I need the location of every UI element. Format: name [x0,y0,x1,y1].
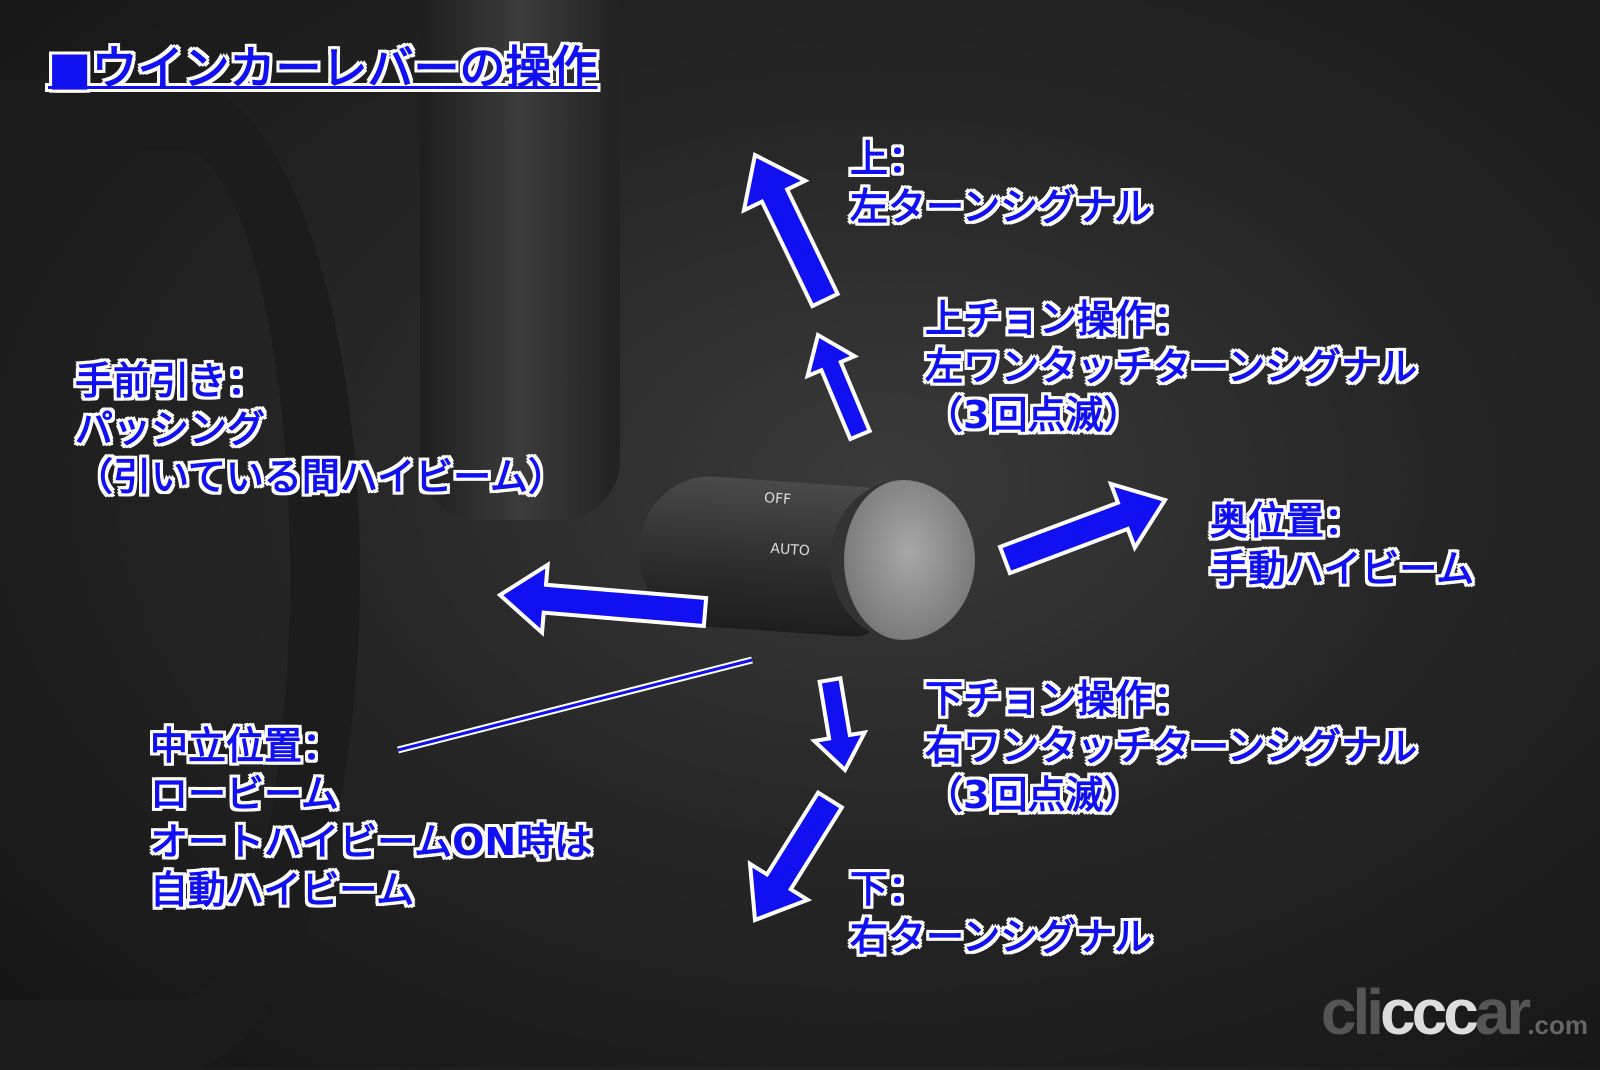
arrow-down-icon [747,789,845,923]
label-down-heading: 下： [850,867,927,911]
label-push-heading: 奥位置： [1210,499,1363,543]
label-up-tap-desc: 左ワンタッチターンシグナル [925,345,1418,389]
watermark-logo: clicccar.com [1320,976,1588,1048]
label-up: 上： 左ターンシグナル [850,135,1152,231]
label-push-desc: 手動ハイビーム [1210,547,1475,591]
label-up-tap-heading: 上チョン操作： [925,297,1192,341]
label-neutral-note1: オートハイビームON時は [150,820,593,864]
label-down-tap: 下チョン操作： 右ワンタッチターンシグナル （3回点滅） [925,675,1417,819]
label-pull-note: （引いている間ハイビーム） [75,455,566,499]
label-up-tap-note: （3回点滅） [925,393,1142,437]
label-up-desc: 左ターンシグナル [850,185,1153,229]
label-neutral-desc: ロービーム [150,772,339,816]
label-neutral: 中立位置： ロービーム オートハイビームON時は 自動ハイビーム [150,722,592,914]
label-down-desc: 右ターンシグナル [850,915,1153,959]
label-up-tap: 上チョン操作： 左ワンタッチターンシグナル （3回点滅） [925,295,1417,439]
steering-column [420,0,620,520]
neutral-pointer-line-inner [397,658,753,752]
label-neutral-heading: 中立位置： [150,724,341,768]
label-down-tap-note: （3回点滅） [925,773,1142,817]
label-up-heading: 上： [850,137,927,181]
label-down-tap-desc: 右ワンタッチターンシグナル [925,725,1418,769]
arrow-pull-icon [496,560,709,637]
label-down-tap-heading: 下チョン操作： [925,677,1192,721]
lever-knob[interactable] [830,480,975,640]
arrow-down-tap-icon [810,675,869,774]
label-pull-heading: 手前引き： [75,359,266,403]
arrow-up-tap-icon [804,331,873,442]
label-neutral-note2: 自動ハイビーム [150,868,415,912]
arrow-up-icon [741,152,841,309]
label-pull: 手前引き： パッシング （引いている間ハイビーム） [75,357,566,501]
label-pull-desc: パッシング [75,407,266,451]
label-push: 奥位置： 手動ハイビーム [1210,497,1474,593]
label-down: 下： 右ターンシグナル [850,865,1152,961]
page-title: ■ウインカーレバーの操作 [48,41,598,95]
arrow-push-icon [997,480,1169,576]
